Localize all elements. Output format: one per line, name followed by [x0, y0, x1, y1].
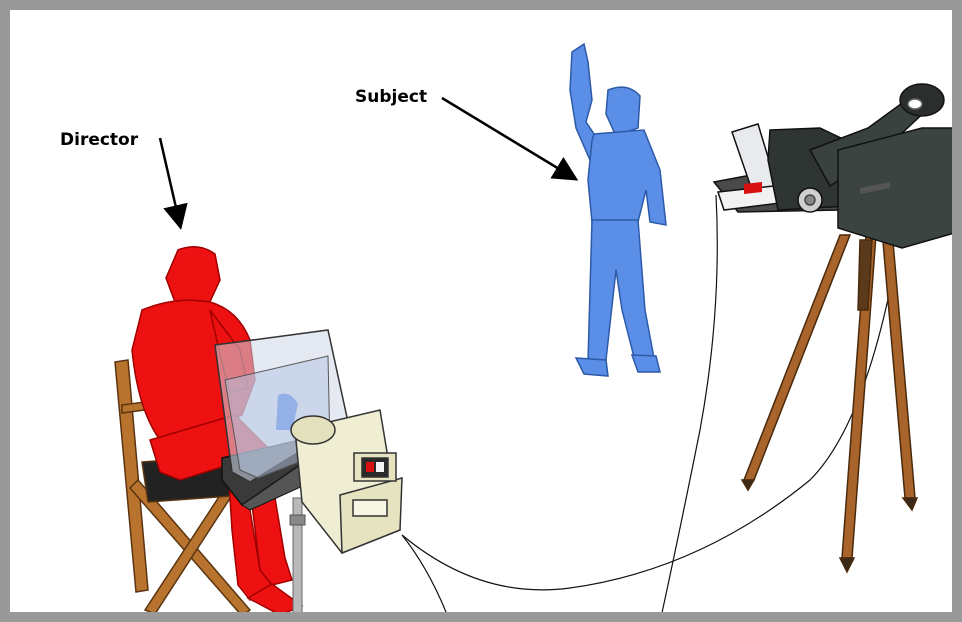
subject-label: Subject — [355, 87, 427, 107]
projector — [291, 410, 402, 553]
cables — [402, 195, 890, 622]
subject-figure — [570, 44, 666, 376]
subject-callout: Subject — [355, 87, 574, 178]
film-camera — [714, 84, 960, 248]
director-callout: Director — [60, 130, 180, 225]
subject-arrow — [442, 98, 574, 178]
director-arrow — [160, 138, 180, 225]
camera-tripod — [742, 230, 917, 572]
director-label: Director — [60, 130, 139, 150]
scene-illustration: Director Subject — [10, 10, 962, 622]
